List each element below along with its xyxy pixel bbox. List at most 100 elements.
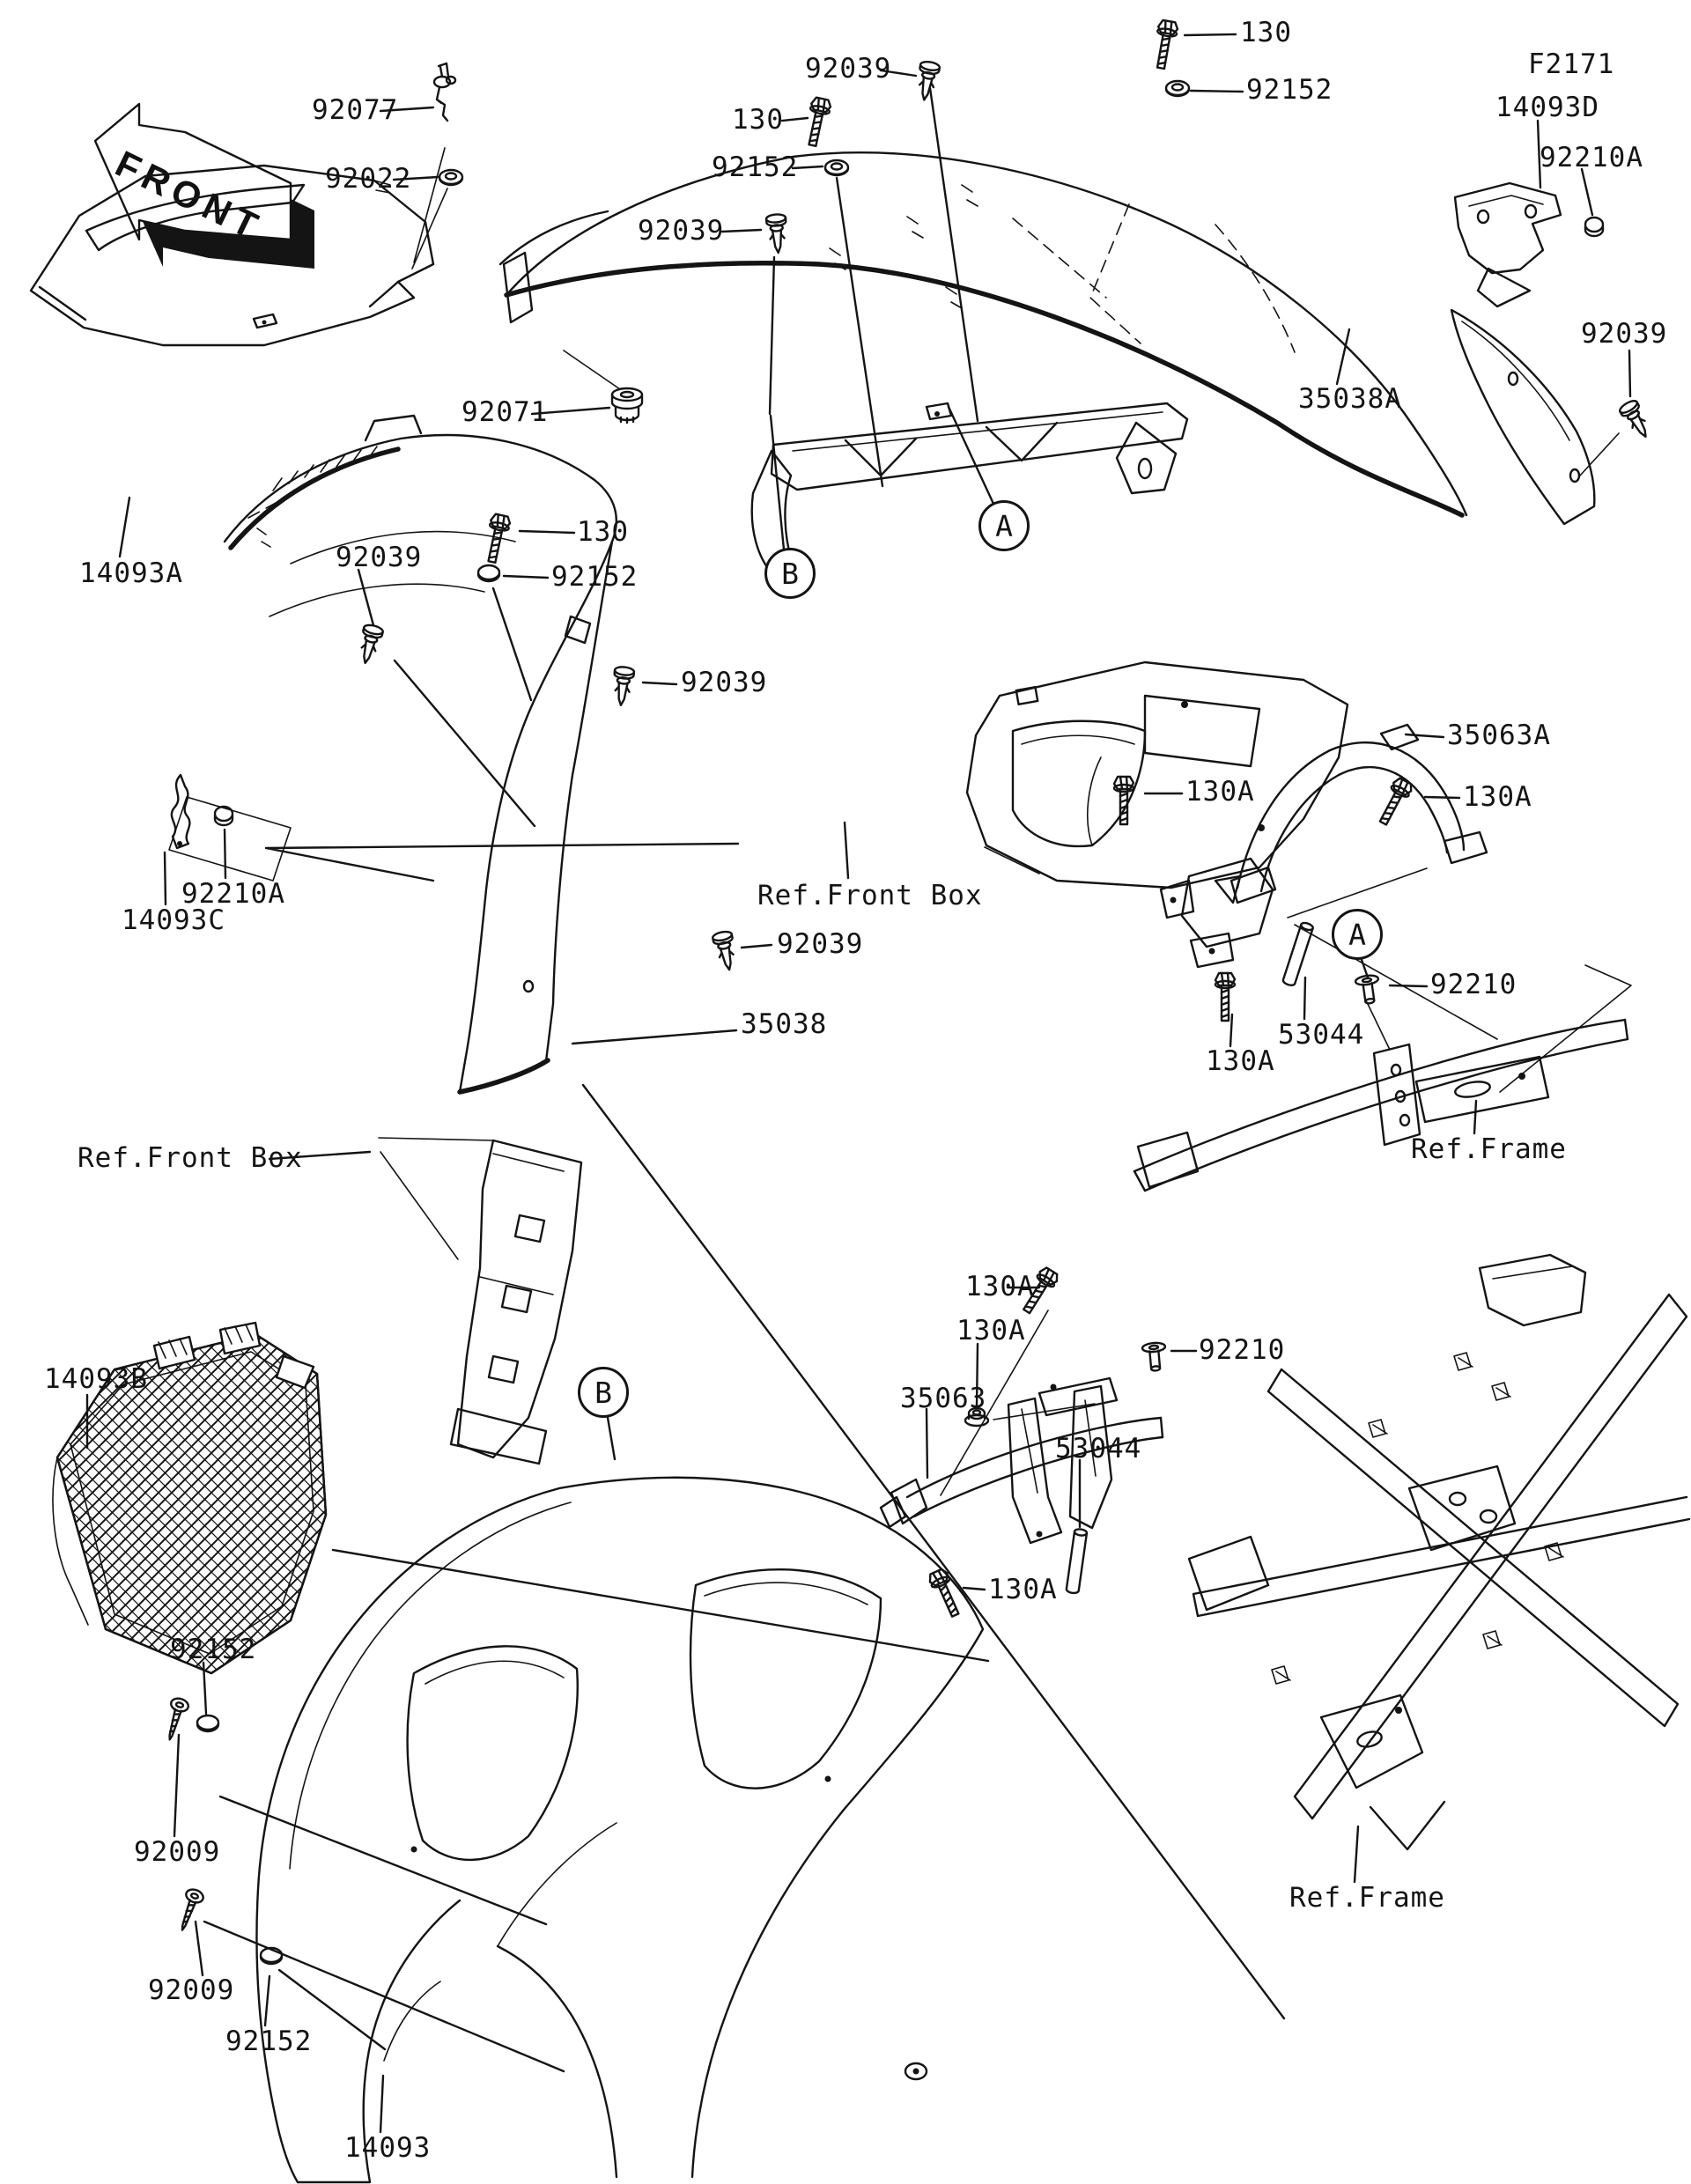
rivet-92039-top-icon xyxy=(913,59,941,103)
part-label-RefFrontBox-19: Ref.Front Box xyxy=(757,880,983,911)
bolt-130-mid-icon xyxy=(481,512,513,565)
part-label-92210-34: 92210 xyxy=(1430,969,1517,1000)
rivet-92039-left-icon xyxy=(764,212,789,255)
leader-line xyxy=(1423,795,1461,800)
part-label-35038-21: 35038 xyxy=(741,1008,828,1040)
leader-line xyxy=(202,1661,208,1715)
part-label-F2171-10: F2171 xyxy=(1528,48,1615,80)
part-label-92009-27: 92009 xyxy=(134,1836,221,1868)
washer-92022-icon xyxy=(438,168,464,187)
leader-line xyxy=(1536,119,1542,189)
rivet-92039-bottommid-icon xyxy=(711,929,741,973)
leader-line xyxy=(1303,976,1307,1021)
part-label-130A-33: 130A xyxy=(1463,781,1532,813)
nut-92210A-topright-icon xyxy=(1584,216,1605,238)
leader-line xyxy=(268,1150,372,1161)
leader-line xyxy=(502,574,550,579)
leader-line xyxy=(1189,89,1244,93)
leader-line xyxy=(1404,733,1445,739)
part-label-130A-32: 130A xyxy=(1185,776,1255,808)
part-label-RefFrontBox-24: Ref.Front Box xyxy=(78,1142,303,1174)
part-label-92039-13: 92039 xyxy=(1581,318,1668,350)
nut-92210A-midleft-icon xyxy=(213,805,234,827)
leader-line xyxy=(263,1974,271,2027)
leader-line xyxy=(740,943,773,949)
leader-line xyxy=(379,106,435,113)
construction-lines xyxy=(203,86,1286,2073)
bolt-92210-bottom-icon xyxy=(1141,1340,1169,1373)
part-label-130-8: 130 xyxy=(1240,17,1292,48)
hood-part-art xyxy=(29,147,621,390)
callout-circle-A-0: A xyxy=(978,500,1030,551)
part-label-92039-6: 92039 xyxy=(805,53,892,85)
part-label-RefFrame-44: Ref.Frame xyxy=(1289,1882,1445,1914)
part-label-92077-0: 92077 xyxy=(312,94,399,126)
leader-line xyxy=(518,529,576,535)
part-label-92210-41: 92210 xyxy=(1199,1334,1286,1366)
part-label-92039-17: 92039 xyxy=(336,542,423,573)
callout-circle-B-1: B xyxy=(764,548,816,599)
pin-53044-bottom-icon xyxy=(1065,1527,1089,1595)
leader-line xyxy=(379,2074,385,2134)
part-label-14093-30: 14093 xyxy=(344,2132,432,2164)
part-label-14093A-3: 14093A xyxy=(79,557,183,589)
front-fender-35038A-art xyxy=(498,151,1620,579)
part-label-92039-20: 92039 xyxy=(777,928,864,960)
part-label-35038A-14: 35038A xyxy=(1298,383,1402,415)
leader-line xyxy=(530,406,611,416)
rivet-92039-midright-icon xyxy=(609,665,636,708)
leader-line xyxy=(163,851,167,906)
guard-bar-35063A-art xyxy=(1159,723,1498,1040)
bolt-130A-f-icon xyxy=(926,1567,965,1620)
leader-line xyxy=(605,1411,617,1461)
front-box-left-art xyxy=(378,1137,583,1465)
part-label-130A-39: 130A xyxy=(956,1315,1026,1347)
part-label-130A-38: 130A xyxy=(965,1271,1035,1302)
part-label-92152-29: 92152 xyxy=(225,2025,313,2057)
part-label-RefFrame-37: Ref.Frame xyxy=(1411,1133,1567,1165)
guard-bar-35063-art xyxy=(879,1310,1164,1545)
washer-92152-topright-icon xyxy=(1164,79,1191,98)
leader-line xyxy=(1388,984,1429,988)
part-label-35063-40: 35063 xyxy=(900,1383,987,1414)
part-label-92039-18: 92039 xyxy=(681,667,768,698)
leader-line xyxy=(1353,1825,1360,1884)
washer-92152-grille-icon xyxy=(196,1714,220,1733)
part-label-130-4: 130 xyxy=(732,104,784,136)
leader-line xyxy=(1628,349,1632,398)
screw-92009-lower-icon xyxy=(173,1885,206,1935)
bolt-92210-right-icon xyxy=(1354,973,1383,1007)
part-label-92152-16: 92152 xyxy=(551,561,639,593)
part-label-14093D-11: 14093D xyxy=(1495,92,1599,123)
bolt-130A-a-icon xyxy=(1112,775,1135,826)
bracket-14093C-art xyxy=(168,773,292,882)
frame-truss-art xyxy=(1187,1253,1691,1851)
screw-92009-upper-icon xyxy=(159,1695,191,1744)
part-label-53044-35: 53044 xyxy=(1278,1019,1365,1051)
part-label-92039-7: 92039 xyxy=(638,215,725,247)
leader-line xyxy=(962,1586,986,1591)
part-label-130A-43: 130A xyxy=(988,1574,1058,1605)
washer-92152-mid-icon xyxy=(476,564,501,583)
leader-line xyxy=(791,165,824,170)
leader-line xyxy=(571,1029,738,1045)
bolt-130A-b-icon xyxy=(1373,775,1415,829)
bolt-130-topright-icon xyxy=(1149,18,1180,71)
leader-line xyxy=(392,175,439,181)
washer-92152-hood-icon xyxy=(823,159,850,177)
leader-line xyxy=(879,69,918,77)
part-label-92152-5: 92152 xyxy=(712,151,799,183)
part-label-14093C-23: 14093C xyxy=(122,904,225,936)
callout-circle-B-3: B xyxy=(578,1367,629,1418)
leader-line xyxy=(1335,328,1351,386)
part-label-35063A-31: 35063A xyxy=(1447,719,1551,751)
leader-line xyxy=(1183,33,1237,37)
leader-line xyxy=(357,568,375,627)
front-fascia-14093-art xyxy=(255,1476,985,2184)
leader-line xyxy=(947,405,995,505)
leader-line xyxy=(641,681,678,686)
part-label-92152-26: 92152 xyxy=(170,1634,257,1665)
leader-line xyxy=(1229,1013,1234,1048)
